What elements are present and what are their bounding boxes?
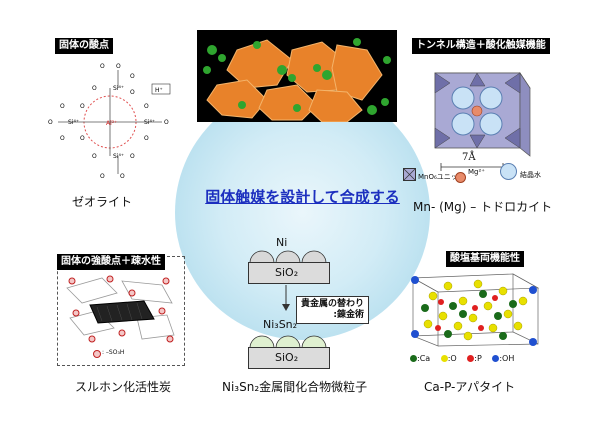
water-legend-label: 結晶水 xyxy=(520,171,541,179)
legend-p-label: :P xyxy=(474,354,482,363)
mno6-legend-label: MnO₆ユニット xyxy=(418,173,465,181)
svg-text:O: O xyxy=(130,89,135,96)
svg-text:O: O xyxy=(100,63,105,70)
legend-o-label: :O xyxy=(447,354,457,363)
mg-legend-icon xyxy=(455,172,466,183)
diagram-title: 固体触媒を設計して合成する xyxy=(205,188,400,206)
legend-ca: :Ca xyxy=(410,354,433,363)
alchemy-note: 貴金属の替わり :錬金術 xyxy=(296,296,370,324)
arrow-down xyxy=(281,285,291,311)
water-legend-icon xyxy=(500,163,517,180)
legend-oh-dot xyxy=(492,355,500,362)
mno6-legend-icon xyxy=(403,166,416,181)
apatite-caption: Ca-P-アパタイト xyxy=(424,380,516,394)
legend-o-dot xyxy=(440,355,448,362)
zeolite-structure: Al³⁺ Si⁴⁺ Si⁴⁺ Si⁴⁺ Si⁴⁺ O O O O O O O O O O O… xyxy=(40,60,180,180)
si-bottom: Si⁴⁺ xyxy=(113,153,124,160)
legend-p-dot xyxy=(467,355,475,362)
so3h-legend-label: : –SO₃H xyxy=(102,349,125,356)
svg-text:O: O xyxy=(92,85,97,92)
dimension-label: 7Å xyxy=(462,152,476,163)
svg-text:O: O xyxy=(48,119,53,126)
h-plus-label: H⁺ xyxy=(155,87,163,94)
svg-text:O: O xyxy=(60,103,65,110)
svg-text:O: O xyxy=(130,153,135,160)
sio2-support-top: SiO₂ xyxy=(248,262,330,284)
si-top: Si⁴⁺ xyxy=(113,85,124,92)
svg-text:O: O xyxy=(164,119,169,126)
sio2-top-label: SiO₂ xyxy=(275,266,299,279)
alchemy-note-line2: :錬金術 xyxy=(333,310,365,320)
zeolite-tag: 固体の酸点 xyxy=(55,38,113,54)
si-right: Si⁴⁺ xyxy=(144,119,155,126)
ni3sn2-particles xyxy=(248,333,328,349)
svg-text:O: O xyxy=(100,173,105,180)
ni3sn2-caption: Ni₃Sn₂金属間化合物微粒子 xyxy=(222,380,368,394)
ni3sn2-label: Ni₃Sn₂ xyxy=(263,318,298,331)
apatite-tag: 酸塩基両機能性 xyxy=(446,251,524,267)
legend-ca-dot xyxy=(410,355,417,362)
sio2-support-bottom: SiO₂ xyxy=(248,347,330,369)
todorokite-caption: Mn- (Mg) – トドロカイト xyxy=(413,200,553,214)
svg-text:O: O xyxy=(116,63,121,70)
carbon-tag: 固体の強酸点＋疎水性 xyxy=(57,254,165,270)
legend-p: :P xyxy=(467,354,484,363)
svg-text:O: O xyxy=(130,73,135,80)
ni-particles-top xyxy=(248,248,328,264)
svg-text:O: O xyxy=(60,135,65,142)
todorokite-structure xyxy=(425,58,535,158)
svg-text:O: O xyxy=(144,135,149,142)
framework-image xyxy=(197,30,397,123)
zeolite-caption: ゼオライト xyxy=(72,195,133,209)
todorokite-tag: トンネル構造＋酸化触媒機能 xyxy=(412,38,550,54)
apatite-structure xyxy=(403,266,543,348)
carbon-caption: スルホン化活性炭 xyxy=(75,380,172,394)
legend-o: :O xyxy=(440,354,460,363)
svg-text:O: O xyxy=(92,153,97,160)
svg-text:O: O xyxy=(80,103,85,110)
carbon-structure xyxy=(62,273,178,345)
svg-text:O: O xyxy=(80,135,85,142)
legend-ca-label: :Ca xyxy=(417,354,431,363)
alchemy-note-line1: 貴金属の替わり xyxy=(301,299,365,309)
sio2-bottom-label: SiO₂ xyxy=(275,351,299,364)
al-center: Al³⁺ xyxy=(106,120,117,127)
ni-label: Ni xyxy=(276,236,288,249)
svg-text:O: O xyxy=(144,103,149,110)
legend-oh-label: :OH xyxy=(499,354,515,363)
legend-oh: :OH xyxy=(492,354,514,363)
mg-legend-label: Mg²⁺ xyxy=(468,168,485,176)
apatite-legend: :Ca :O :P :OH xyxy=(410,354,514,363)
si-left: Si⁴⁺ xyxy=(68,119,79,126)
so3h-legend-icon xyxy=(93,350,101,358)
svg-text:O: O xyxy=(120,173,125,180)
